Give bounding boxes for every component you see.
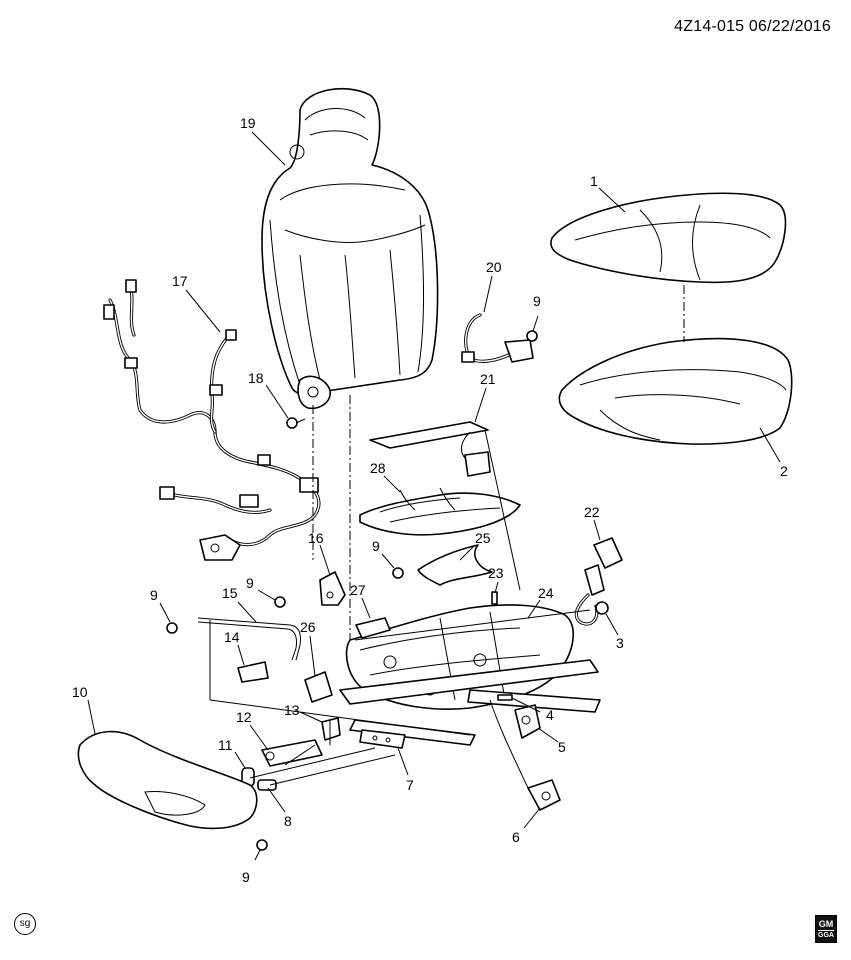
- callout-7: 7: [406, 777, 414, 793]
- callout-2: 2: [780, 463, 788, 479]
- callout-1: 1: [590, 173, 598, 189]
- callout-27: 27: [350, 582, 366, 598]
- callout-25: 25: [475, 530, 491, 546]
- seat-cushion-cover-part-1: [550, 192, 787, 284]
- actuator-part-6: [489, 699, 561, 811]
- callout-13: 13: [284, 702, 300, 718]
- clip-part-27: [355, 617, 391, 639]
- gm-logo: GM GGA: [815, 915, 837, 943]
- bolt-part-3: [595, 601, 609, 615]
- switch-panel-part-12: [261, 739, 323, 767]
- pad-part-25: [417, 544, 493, 586]
- callout-5: 5: [558, 739, 566, 755]
- wire-bracket-part-20: [461, 313, 534, 363]
- callout-10: 10: [72, 684, 88, 700]
- seat-cushion-pad-part-2: [558, 337, 793, 445]
- fasteners-part-9: [166, 330, 538, 851]
- bracket-part-26: [304, 671, 333, 703]
- callout-9a: 9: [533, 293, 541, 309]
- callout-15: 15: [222, 585, 238, 601]
- callout-11: 11: [218, 737, 233, 753]
- knob-part-8: [257, 779, 277, 791]
- bolt-part-18: [286, 417, 306, 429]
- side-trim-part-10: [77, 730, 258, 830]
- callout-23: 23: [488, 565, 504, 581]
- bolt-part-23: [491, 591, 498, 605]
- gm-logo-top: GM: [818, 919, 834, 929]
- callout-9b: 9: [372, 538, 380, 554]
- callout-16: 16: [308, 530, 324, 546]
- callout-19: 19: [240, 115, 256, 131]
- clip-part-14: [237, 661, 269, 683]
- control-module-part-7: [359, 729, 406, 749]
- rod-part-15: [197, 617, 301, 661]
- callout-18: 18: [248, 370, 264, 386]
- callout-17: 17: [172, 273, 188, 289]
- callout-21: 21: [480, 371, 496, 387]
- assembly-guide-lines: [209, 395, 591, 786]
- callout-6: 6: [512, 829, 520, 845]
- callout-14: 14: [224, 629, 240, 645]
- diagram-reference-number: 4Z14-015 06/22/2016: [674, 18, 831, 35]
- callout-4: 4: [546, 707, 554, 723]
- bracket-part-16: [319, 571, 346, 606]
- callout-20: 20: [486, 259, 502, 275]
- callout-9c: 9: [246, 575, 254, 591]
- callout-3: 3: [616, 635, 624, 651]
- bolt-part-4: [497, 694, 513, 701]
- seat-belt-buckle-part-22: [574, 537, 623, 626]
- callout-12: 12: [236, 709, 252, 725]
- callout-9e: 9: [242, 869, 250, 885]
- spring-mat-part-28: [359, 487, 521, 536]
- seat-back-part-19: [261, 87, 439, 410]
- callout-9d: 9: [150, 587, 158, 603]
- gm-logo-bottom: GGA: [818, 930, 834, 939]
- callout-22: 22: [584, 504, 600, 520]
- switch-part-13: [321, 717, 341, 741]
- callout-28: 28: [370, 460, 386, 476]
- sg-mark: sg: [14, 913, 36, 935]
- panel-part-21: [369, 421, 491, 477]
- callout-leaders: [87, 131, 781, 861]
- callout-8: 8: [284, 813, 292, 829]
- callout-26: 26: [300, 619, 316, 635]
- callout-24: 24: [538, 585, 554, 601]
- callout-labels: 1 2 3 4 5 6 7 8 9 9 9 9 9 10 11 12 13 14…: [72, 115, 788, 885]
